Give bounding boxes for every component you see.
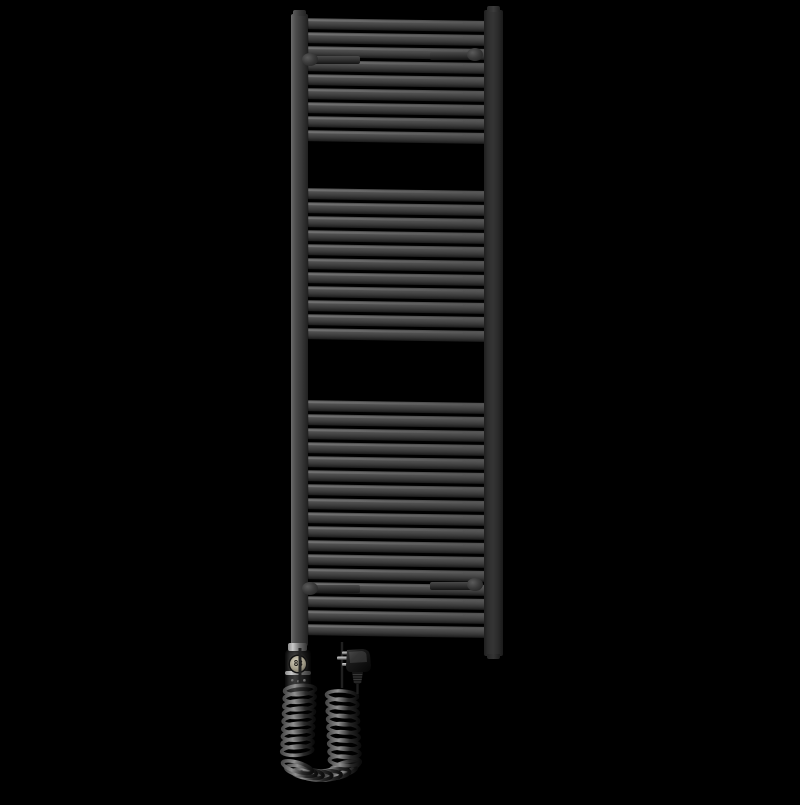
- heating-bar: [295, 442, 494, 457]
- heating-bar: [295, 74, 494, 89]
- coiled-power-cable: [270, 640, 430, 800]
- controller-top-collar: [288, 643, 307, 651]
- cable-coil-turn: [324, 689, 360, 703]
- heating-bar: [295, 568, 494, 583]
- uk-3-pin-plug: [336, 648, 378, 694]
- heating-bar: [295, 188, 494, 203]
- wall-bracket-knob: [467, 48, 483, 61]
- right-post-cap: [487, 6, 500, 12]
- heating-bar: [295, 554, 494, 569]
- heating-bar: [295, 596, 494, 611]
- wall-bracket-knob: [302, 53, 318, 66]
- heating-bar: [295, 428, 494, 443]
- heating-bar: [295, 300, 494, 315]
- heating-bar: [295, 328, 494, 343]
- controller-button[interactable]: [291, 679, 295, 683]
- controller-mid-collar: [285, 671, 311, 675]
- plug-strain-relief: [352, 672, 363, 684]
- left-vertical-post: [291, 14, 308, 646]
- heating-bar: [295, 414, 494, 429]
- cable-coil-turns: [279, 683, 363, 782]
- heating-bar: [295, 230, 494, 245]
- cable-svg: [279, 642, 363, 782]
- wall-bracket-knob: [467, 578, 483, 591]
- heating-bar: [295, 400, 494, 415]
- controller-display: 88: [290, 656, 306, 672]
- heating-bar: [295, 130, 494, 145]
- controller-button[interactable]: [303, 679, 307, 683]
- heating-bar: [295, 102, 494, 117]
- heating-bar: [295, 484, 494, 499]
- heating-bar: [295, 610, 494, 625]
- heating-bar: [295, 314, 494, 329]
- heating-bar: [295, 244, 494, 259]
- controller-display-value: 88: [293, 659, 303, 668]
- wall-bracket-arm: [310, 56, 360, 64]
- heating-bar: [295, 116, 494, 131]
- wall-bracket-arm: [430, 52, 472, 60]
- heating-bar: [295, 202, 494, 217]
- left-post-cap: [293, 10, 306, 16]
- heating-bar: [295, 470, 494, 485]
- heating-bar: [295, 216, 494, 231]
- heating-bar: [295, 624, 494, 639]
- wall-bracket-arm: [430, 582, 472, 590]
- heating-bar: [295, 258, 494, 273]
- cable-coil-turn: [279, 744, 315, 758]
- plug-highlight: [349, 651, 367, 663]
- plug-svg: [337, 649, 371, 694]
- plug-body: [346, 649, 371, 672]
- heating-bar: [295, 272, 494, 287]
- right-vertical-post: [484, 10, 503, 656]
- plug-earth-pin: [337, 656, 348, 660]
- heating-bar: [295, 512, 494, 527]
- heating-bar: [295, 526, 494, 541]
- heating-bar: [295, 540, 494, 555]
- heating-bar: [295, 286, 494, 301]
- heating-bar: [295, 88, 494, 103]
- heating-bar: [295, 456, 494, 471]
- heating-bar: [295, 498, 494, 513]
- heating-bar: [295, 32, 494, 47]
- wall-bracket-knob: [302, 582, 318, 595]
- wall-bracket-arm: [310, 585, 360, 593]
- plug-boot-ribs: [352, 674, 363, 683]
- right-post-foot: [487, 654, 500, 659]
- cable-coil-turn: [280, 758, 315, 776]
- heating-bar: [295, 18, 494, 33]
